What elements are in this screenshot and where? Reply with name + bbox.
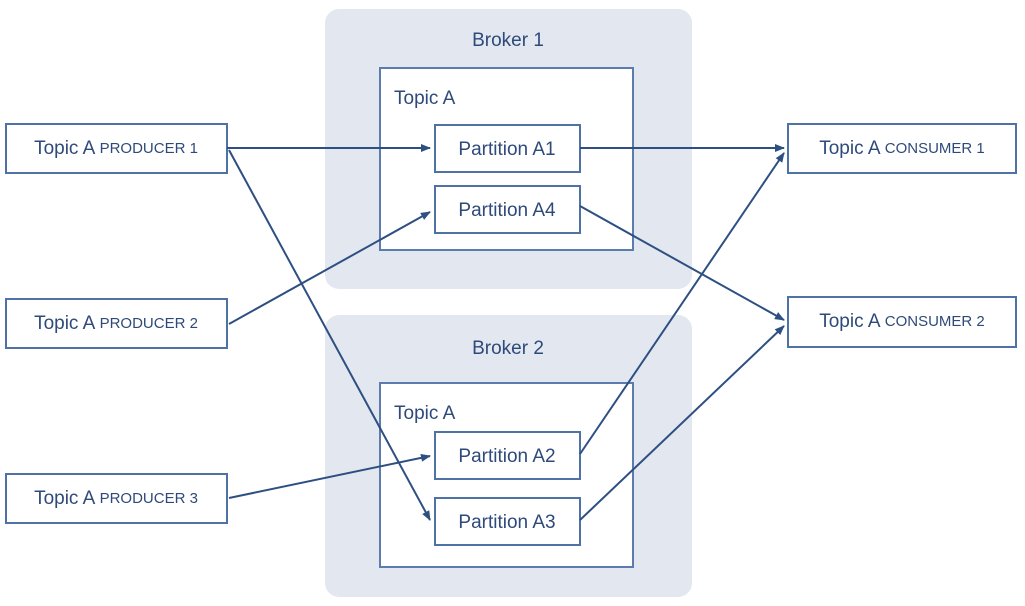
consumer-2-label: Topic A CONSUMER 2 — [819, 311, 985, 332]
producer-3-group[interactable]: Topic A PRODUCER 3 — [5, 473, 228, 524]
consumer-2-group[interactable]: Topic A CONSUMER 2 — [787, 296, 1017, 348]
producer-1-label: Topic A PRODUCER 1 — [34, 138, 198, 159]
partition-a2-label: Partition A2 — [458, 446, 555, 467]
broker-2-group: Broker 2 Topic A Partition A2 Partition … — [325, 315, 692, 597]
producer-2-label: Topic A PRODUCER 2 — [34, 313, 198, 334]
broker-1-topic-label: Topic A — [394, 88, 456, 109]
producer-3-box[interactable] — [5, 473, 228, 524]
edge-producer3-to-partition-a2 — [228, 453, 431, 499]
consumer-1-prefix: Topic A — [819, 138, 881, 159]
edge-producer1-to-partition-a3 — [228, 149, 431, 521]
producer-3-prefix: Topic A — [34, 488, 96, 509]
partition-a2-box[interactable] — [434, 431, 581, 480]
producer-1-box[interactable] — [5, 123, 228, 174]
connection-layer — [227, 144, 785, 521]
partition-a4-box[interactable] — [434, 185, 581, 234]
producer-1-prefix: Topic A — [34, 138, 96, 159]
broker-2-title: Broker 2 — [472, 338, 544, 359]
edge-partition-a2-to-consumer1 — [579, 152, 785, 455]
producer-2-group[interactable]: Topic A PRODUCER 2 — [5, 298, 228, 349]
producer-2-box[interactable] — [5, 298, 228, 349]
producer-1-role: PRODUCER 1 — [100, 140, 198, 157]
consumer-1-role: CONSUMER 1 — [885, 140, 985, 157]
consumer-1-box[interactable] — [787, 123, 1017, 174]
producer-3-role: PRODUCER 3 — [100, 490, 198, 507]
consumer-2-prefix: Topic A — [819, 311, 881, 332]
producer-2-prefix: Topic A — [34, 313, 96, 334]
consumer-1-group[interactable]: Topic A CONSUMER 1 — [787, 123, 1017, 174]
producer-3-label: Topic A PRODUCER 3 — [34, 488, 198, 509]
producer-2-role: PRODUCER 2 — [100, 315, 198, 332]
consumer-2-box[interactable] — [787, 296, 1017, 348]
partition-a3-box[interactable] — [434, 497, 581, 546]
edge-partition-a4-to-consumer2 — [579, 205, 785, 321]
edge-partition-a3-to-consumer2 — [579, 325, 785, 521]
broker-1-title: Broker 1 — [472, 30, 544, 51]
consumer-2-role: CONSUMER 2 — [885, 313, 985, 330]
edge-producer2-to-partition-a4 — [228, 211, 431, 325]
producer-1-group[interactable]: Topic A PRODUCER 1 — [5, 123, 228, 174]
partition-a1-label: Partition A1 — [458, 139, 555, 160]
partition-a4-label: Partition A4 — [458, 200, 556, 221]
consumer-1-label: Topic A CONSUMER 1 — [819, 138, 985, 159]
broker-2-topic-label: Topic A — [394, 403, 456, 424]
partition-a3-label: Partition A3 — [458, 512, 555, 533]
